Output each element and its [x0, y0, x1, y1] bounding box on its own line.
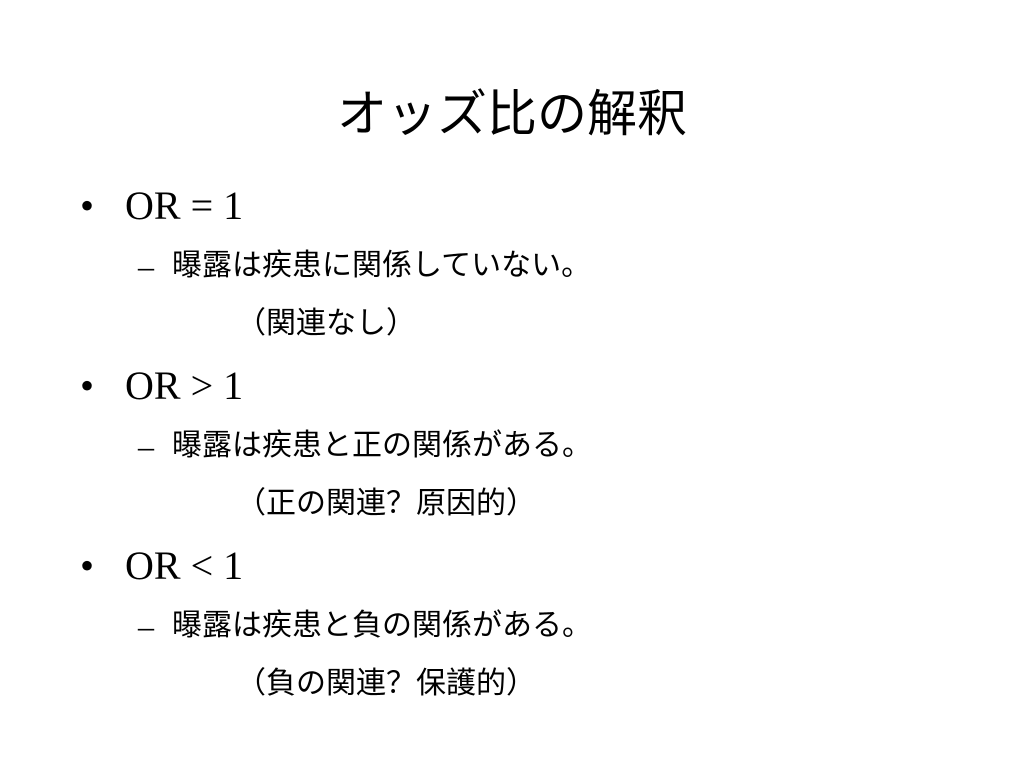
sub-bullet-dash: –: [138, 608, 154, 644]
sub-bullet-note: （正の関連？原因的）: [236, 486, 536, 521]
sub-bullet-dash: –: [138, 428, 154, 464]
sub-bullet-text: 曝露は疾患に関係していない。: [172, 248, 592, 283]
bullet-marker: •: [80, 363, 95, 408]
sub-bullet-note: （負の関連？保護的）: [236, 666, 536, 701]
sub-bullet-text: 曝露は疾患と正の関係がある。: [172, 428, 592, 463]
slide-title: オッズ比の解釈: [337, 85, 687, 143]
sub-bullet-dash: –: [138, 248, 154, 284]
bullet-text: OR = 1: [125, 183, 244, 228]
sub-bullet-note: （関連なし）: [236, 306, 416, 341]
bullet-text: OR < 1: [125, 543, 244, 588]
bullet-marker: •: [80, 183, 95, 228]
sub-bullet-text: 曝露は疾患と負の関係がある。: [172, 608, 592, 643]
bullet-marker: •: [80, 543, 95, 588]
bullet-text: OR > 1: [125, 363, 244, 408]
